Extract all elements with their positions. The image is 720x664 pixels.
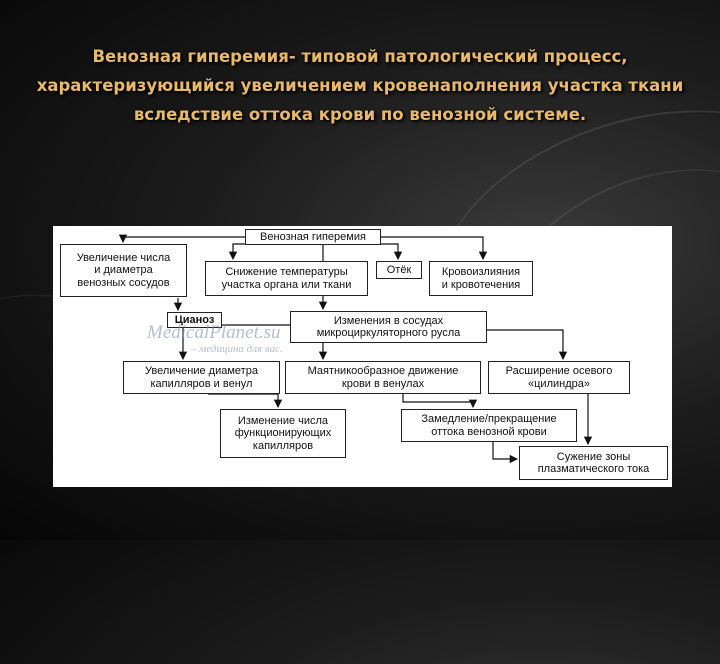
- arrow-venous-to-temperature: [228, 243, 261, 261]
- watermark: MedicalPlanet.su – медицина для вас.: [147, 322, 283, 358]
- slide-title: Венозная гиперемия- типовой патологическ…: [0, 42, 720, 129]
- node-temperature-decrease: Снижение температуры участка органа или …: [205, 261, 368, 296]
- arrow-slowdown-to-plasma: [492, 439, 519, 464]
- node-edema: Отёк: [376, 261, 422, 279]
- node-capillary-number: Изменение числа функционирующих капилляр…: [220, 409, 346, 458]
- title-line-1: Венозная гиперемия- типовой патологическ…: [92, 47, 628, 66]
- arrow-venous-to-increase: [118, 234, 245, 244]
- diagram-panel: Венозная гиперемия Увеличение числа и ди…: [53, 226, 672, 487]
- node-cyanosis: Цианоз: [167, 312, 222, 328]
- node-vessel-increase: Увеличение числа и диаметра венозных сос…: [60, 244, 187, 297]
- node-plasma-zone: Сужение зоны плазматического тока: [519, 446, 668, 480]
- arrow-pendulum-to-slowdown: [402, 394, 478, 409]
- title-line-3: вследствие оттока крови по венозной сист…: [133, 105, 587, 124]
- node-venous-hyperemia: Венозная гиперемия: [245, 229, 381, 245]
- node-hemorrhage: Кровоизлияния и кровотечения: [429, 261, 533, 296]
- watermark-brand: MedicalPlanet.su: [147, 322, 281, 343]
- node-outflow-slowdown: Замедление/прекращение оттока венозной к…: [401, 409, 577, 442]
- arrow-venous-to-edema: [379, 243, 403, 261]
- arrow-micro-to-axial: [487, 329, 568, 361]
- watermark-tagline: – медицина для вас.: [191, 343, 283, 355]
- arrow-venous-to-hemorrhage: [379, 236, 488, 261]
- node-microcirculation: Изменения в сосудах микроциркуляторного …: [290, 311, 487, 343]
- node-capillary-diameter: Увеличение диаметра капилляров и венул: [123, 361, 280, 394]
- node-axial-cylinder: Расширение осевого «цилиндра»: [488, 361, 630, 394]
- title-line-2: характеризующийся увеличением кровенапол…: [36, 76, 684, 95]
- node-pendulum-flow: Маятникообразное движение крови в венула…: [285, 361, 481, 394]
- arrow-capillary-diameter-to-number: [208, 393, 283, 409]
